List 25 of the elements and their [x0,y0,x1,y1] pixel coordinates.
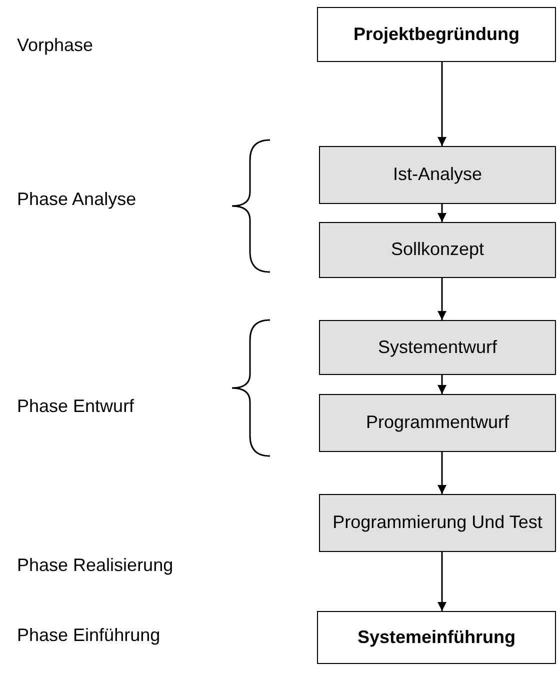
phase-label: Phase Entwurf [17,396,134,417]
process-box [319,222,556,278]
step-text: Programmierung Und Test [332,512,542,534]
phase-label: Vorphase [17,35,94,56]
process-box [319,320,556,375]
process-box [319,394,556,452]
phase-label: Phase Analyse [17,189,136,210]
phase-label: Phase Einführung [17,625,160,646]
process-box [317,611,556,664]
step-text: Systemeinführung [357,626,516,648]
process-box [319,146,556,204]
arrow [438,62,446,146]
arrow [438,278,446,320]
arrow [438,375,446,394]
step-text: Projektbegründung [354,24,520,46]
arrow [438,552,446,611]
step-text: Systementwurf [378,336,498,358]
arrow [438,204,446,222]
step-text: Ist-Analyse [392,164,482,186]
process-box [319,494,556,552]
arrow [438,452,446,494]
process-box [317,7,556,62]
step-text: Sollkonzept [390,239,484,261]
step-text: Programmentwurf [366,412,510,434]
phase-label: Phase Realisierung [17,555,174,576]
